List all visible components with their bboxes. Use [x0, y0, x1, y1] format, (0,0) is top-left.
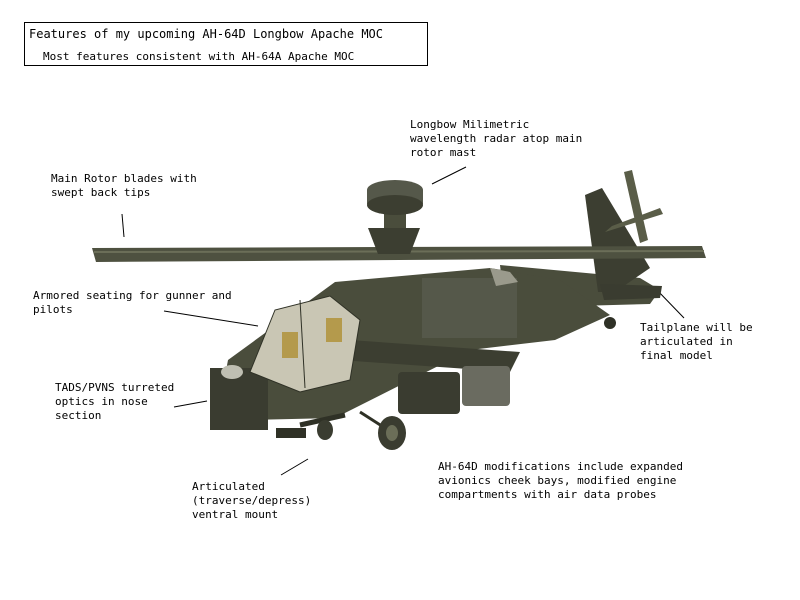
- air-data-probe: [490, 268, 518, 286]
- stub-wing: [340, 340, 520, 372]
- callout-rotor-blades: Main Rotor blades with swept back tips: [51, 172, 197, 199]
- rotor-hub: [368, 228, 420, 254]
- weapon-pod: [462, 366, 510, 406]
- callout-ventral-mount: Articulated (traverse/depress) ventral m…: [192, 480, 312, 521]
- tail-rotor-blade: [624, 170, 648, 243]
- helicopter-model: [92, 170, 706, 450]
- leader-seating: [163, 310, 259, 327]
- ventral-gun: [299, 412, 346, 428]
- ventral-mount: [276, 428, 306, 438]
- page-title: Features of my upcoming AH-64D Longbow A…: [29, 27, 384, 41]
- tailplane: [600, 284, 662, 300]
- callout-ah64d-modifications: AH-64D modifications include expanded av…: [438, 460, 684, 501]
- front-wheel: [317, 420, 333, 440]
- gunner-seat: [282, 332, 298, 358]
- pilot-seat: [326, 318, 342, 342]
- engine-compartment: [422, 278, 517, 338]
- callout-tailplane: Tailplane will be articulated in final m…: [640, 321, 753, 362]
- callout-armored-seating: Armored seating for gunner and pilots: [33, 289, 232, 316]
- canopy: [249, 295, 361, 393]
- page-subtitle: Most features consistent with AH-64A Apa…: [43, 50, 355, 63]
- tail-fin: [585, 188, 650, 292]
- nose-section: [210, 368, 268, 430]
- callout-radar: Longbow Milimetric wavelength radar atop…: [410, 118, 583, 159]
- tail-wheel: [604, 317, 616, 329]
- tads-sensor: [221, 365, 243, 379]
- leader-lines: [121, 166, 685, 476]
- title-box: Features of my upcoming AH-64D Longbow A…: [24, 22, 428, 66]
- leader-rotor: [121, 213, 125, 238]
- leader-tads: [173, 400, 208, 408]
- leader-mount: [280, 458, 309, 476]
- callout-tads-pvns: TADS/PVNS turreted optics in nose sectio…: [55, 381, 175, 422]
- leader-radar: [431, 166, 467, 185]
- weapon-pod: [398, 372, 460, 414]
- tail-rotor-blade: [605, 208, 663, 232]
